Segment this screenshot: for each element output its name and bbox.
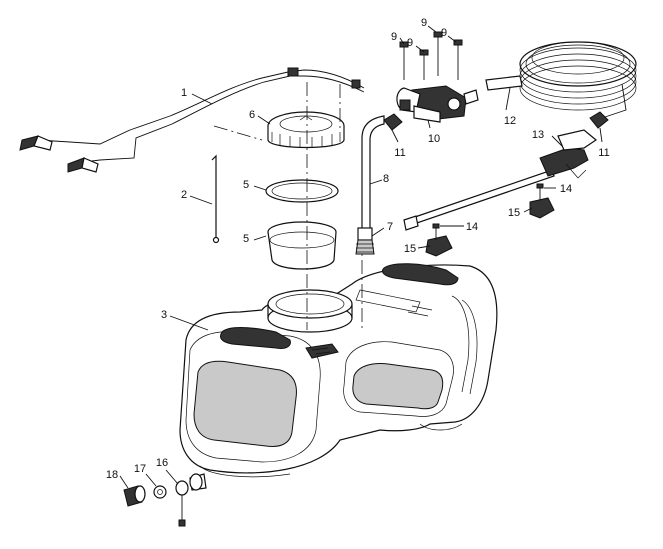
wand-bracket-lower — [425, 223, 453, 257]
callout-15-lower: 15 — [404, 243, 416, 255]
battery-harness — [19, 67, 365, 173]
callout-16: 16 — [156, 457, 168, 469]
callout-15-upper: 15 — [508, 207, 520, 219]
spray-wand — [403, 129, 598, 231]
hose-coil — [485, 41, 637, 119]
callout-11-left: 11 — [394, 147, 405, 159]
hose-fitting-right — [589, 111, 609, 129]
strainer-basket — [267, 221, 337, 270]
callout-10: 10 — [428, 133, 440, 145]
callout-17: 17 — [134, 463, 146, 475]
dipstick — [211, 154, 220, 244]
pump-screws — [399, 31, 463, 80]
pump-assembly — [396, 85, 479, 123]
callout-5-ring: 5 — [243, 179, 249, 191]
callout-14-upper: 14 — [560, 183, 572, 195]
inline-filter — [355, 227, 375, 255]
hose-fitting-left — [383, 113, 403, 131]
callout-1: 1 — [181, 87, 187, 99]
callout-3: 3 — [161, 309, 167, 321]
assembly-axis-3 — [213, 125, 263, 141]
lid-cap — [267, 111, 345, 149]
callout-5-basket: 5 — [243, 233, 249, 245]
callout-14-lower: 14 — [466, 221, 478, 233]
callout-12: 12 — [504, 115, 516, 127]
tank-body — [179, 263, 498, 491]
callout-18: 18 — [106, 469, 118, 481]
callout-9-d: 9 — [441, 27, 447, 39]
callout-11-right: 11 — [598, 147, 609, 159]
callout-7: 7 — [387, 221, 393, 233]
leader-lines — [119, 25, 603, 489]
suction-pipe — [361, 115, 385, 231]
drain-plug — [123, 485, 146, 507]
callout-9-b: 9 — [407, 37, 413, 49]
callout-6: 6 — [249, 109, 255, 121]
strainer-ring — [265, 179, 339, 203]
wand-bracket-upper — [529, 183, 555, 219]
callout-2: 2 — [181, 189, 187, 201]
callout-8: 8 — [383, 173, 389, 185]
callout-13: 13 — [532, 129, 544, 141]
callout-9-a: 9 — [391, 31, 397, 43]
callout-9-c: 9 — [421, 17, 427, 29]
drain-washer — [153, 485, 167, 499]
drain-valve — [175, 480, 189, 527]
